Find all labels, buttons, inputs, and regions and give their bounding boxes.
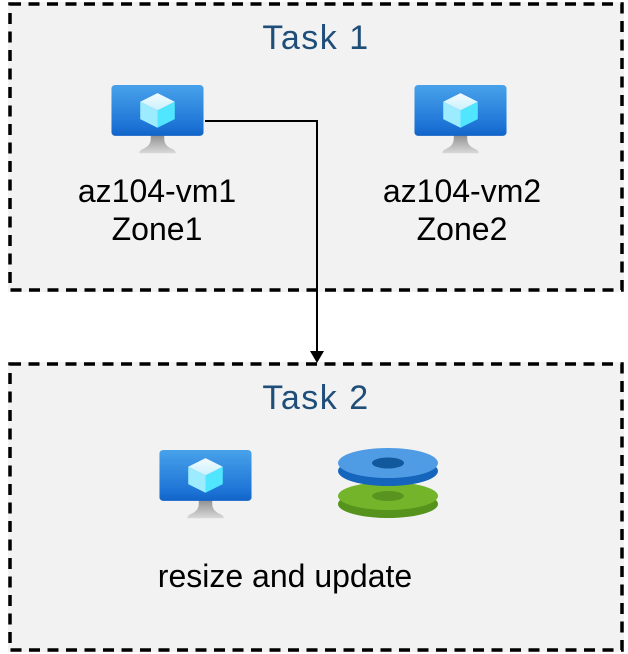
task1-title: Task 1 [262,19,370,57]
vm2-name-label: az104-vm2 [382,173,542,209]
vm2-label: az104-vm2 Zone2 [337,172,587,248]
vm1-zone-label: Zone1 [111,211,203,247]
vm1-name-label: az104-vm1 [77,173,237,209]
virtual-machine-icon [110,85,205,158]
task2-box: Task 2 [8,362,624,652]
disks-icon [338,443,438,519]
task2-caption: resize and update [157,558,413,594]
virtual-machine-icon [158,450,253,523]
vm2-zone-label: Zone2 [416,211,508,247]
task2-title: Task 2 [262,379,370,417]
virtual-machine-icon [413,85,508,158]
vm1-label: az104-vm1 Zone1 [32,172,282,248]
task1-box: Task 1 [8,2,624,292]
